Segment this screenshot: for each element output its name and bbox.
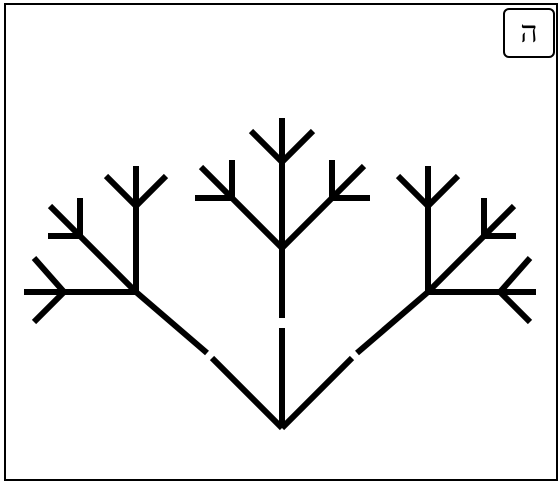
twig-left-horiz-down xyxy=(34,292,64,322)
left-main-branch xyxy=(136,292,282,428)
twig-right-top-left xyxy=(398,176,428,206)
twig-center-left-diag xyxy=(201,167,232,198)
center-subtree xyxy=(195,118,370,248)
branch-center-right xyxy=(282,198,332,248)
twig-left-diag-diag xyxy=(50,206,80,236)
twig-left-horiz-up xyxy=(34,258,64,292)
twig-right-diag-diag xyxy=(484,206,514,236)
twig-right-horiz-down xyxy=(500,292,530,322)
right-main-branch xyxy=(282,292,428,428)
twig-center-right-diag xyxy=(332,166,364,198)
twig-center-top-left xyxy=(251,131,282,162)
branch-right-diag xyxy=(428,236,484,292)
branch-left-diag xyxy=(80,236,136,292)
branch-right-upper xyxy=(357,292,428,353)
branch-left-upper xyxy=(136,292,207,353)
branch-center-left xyxy=(232,198,282,248)
twig-center-top-right xyxy=(282,131,313,162)
twig-left-top-right xyxy=(136,176,166,206)
twig-right-horiz-up xyxy=(500,258,530,292)
branch-right-lower xyxy=(282,358,352,428)
branch-left-lower xyxy=(212,358,282,428)
twig-left-top-left xyxy=(106,176,136,206)
twig-right-top-right xyxy=(428,176,458,206)
